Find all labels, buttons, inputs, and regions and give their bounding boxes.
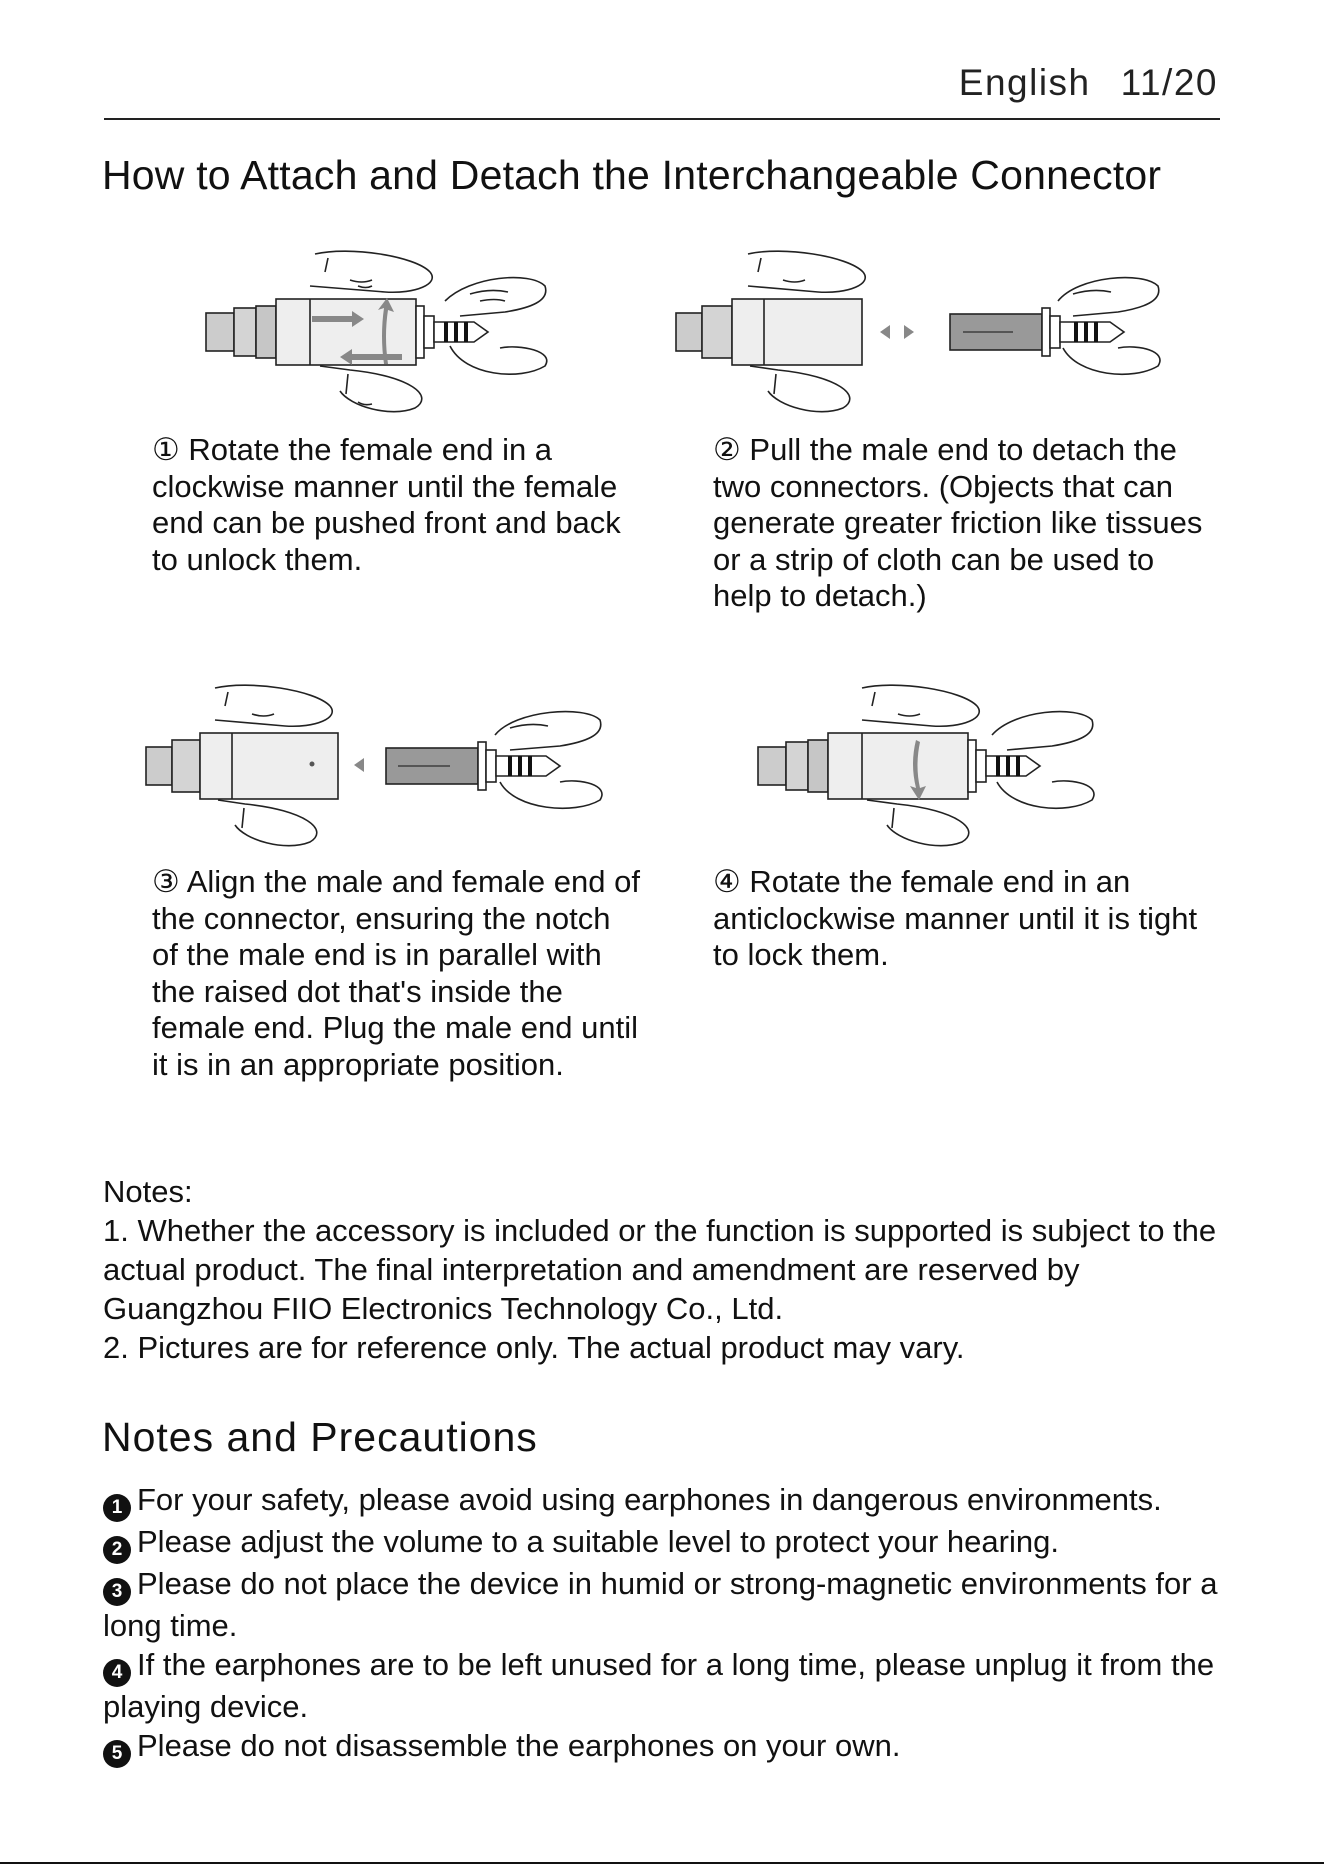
step-4-marker: ④: [713, 864, 741, 899]
note-item: 2. Pictures are for reference only. The …: [103, 1330, 965, 1365]
header-language: English: [958, 62, 1091, 103]
section-title-attach: How to Attach and Detach the Interchange…: [102, 152, 1162, 198]
precaution-text: For your safety, please avoid using earp…: [137, 1482, 1162, 1517]
step-4-description: Rotate the female end in an anticlockwis…: [713, 864, 1198, 972]
step-3-description: Align the male and female end of the con…: [152, 864, 640, 1082]
step-1-illustration: [200, 246, 560, 416]
step-4-illustration: [752, 680, 1112, 850]
header-text: English 11/20: [929, 62, 1218, 104]
step-2-illustration: [668, 246, 1188, 416]
step-2-marker: ②: [713, 432, 741, 467]
step-2-description: Pull the male end to detach the two conn…: [713, 432, 1203, 613]
step-1-marker: ①: [152, 432, 180, 467]
number-badge-icon: 2: [103, 1536, 131, 1564]
step-3-text: ③ Align the male and female end of the c…: [152, 864, 642, 1083]
step-2-text: ② Pull the male end to detach the two co…: [713, 432, 1203, 615]
bottom-divider: [0, 1862, 1324, 1864]
number-badge-icon: 4: [103, 1659, 131, 1687]
notes-heading: Notes:: [103, 1174, 193, 1209]
number-badge-icon: 5: [103, 1740, 131, 1768]
header-page-number: 11/20: [1120, 62, 1218, 103]
number-badge-icon: 3: [103, 1578, 131, 1606]
step-3-marker: ③: [152, 864, 180, 899]
step-4-text: ④ Rotate the female end in an anticlockw…: [713, 864, 1203, 974]
section-title-precautions: Notes and Precautions: [102, 1414, 538, 1460]
number-badge-icon: 1: [103, 1494, 131, 1522]
precaution-text: Please do not disassemble the earphones …: [137, 1728, 901, 1763]
precaution-text: If the earphones are to be left unused f…: [103, 1647, 1215, 1724]
step-1-text: ① Rotate the female end in a clockwise m…: [152, 432, 642, 578]
step-1-description: Rotate the female end in a clockwise man…: [152, 432, 621, 577]
page-header: English 11/20: [104, 62, 1220, 120]
note-item: 1. Whether the accessory is included or …: [103, 1213, 1217, 1326]
precaution-text: Please do not place the device in humid …: [103, 1566, 1218, 1643]
step-3-illustration: [140, 680, 620, 850]
notes-block: Notes: 1. Whether the accessory is inclu…: [103, 1172, 1243, 1367]
precaution-text: Please adjust the volume to a suitable l…: [137, 1524, 1059, 1559]
